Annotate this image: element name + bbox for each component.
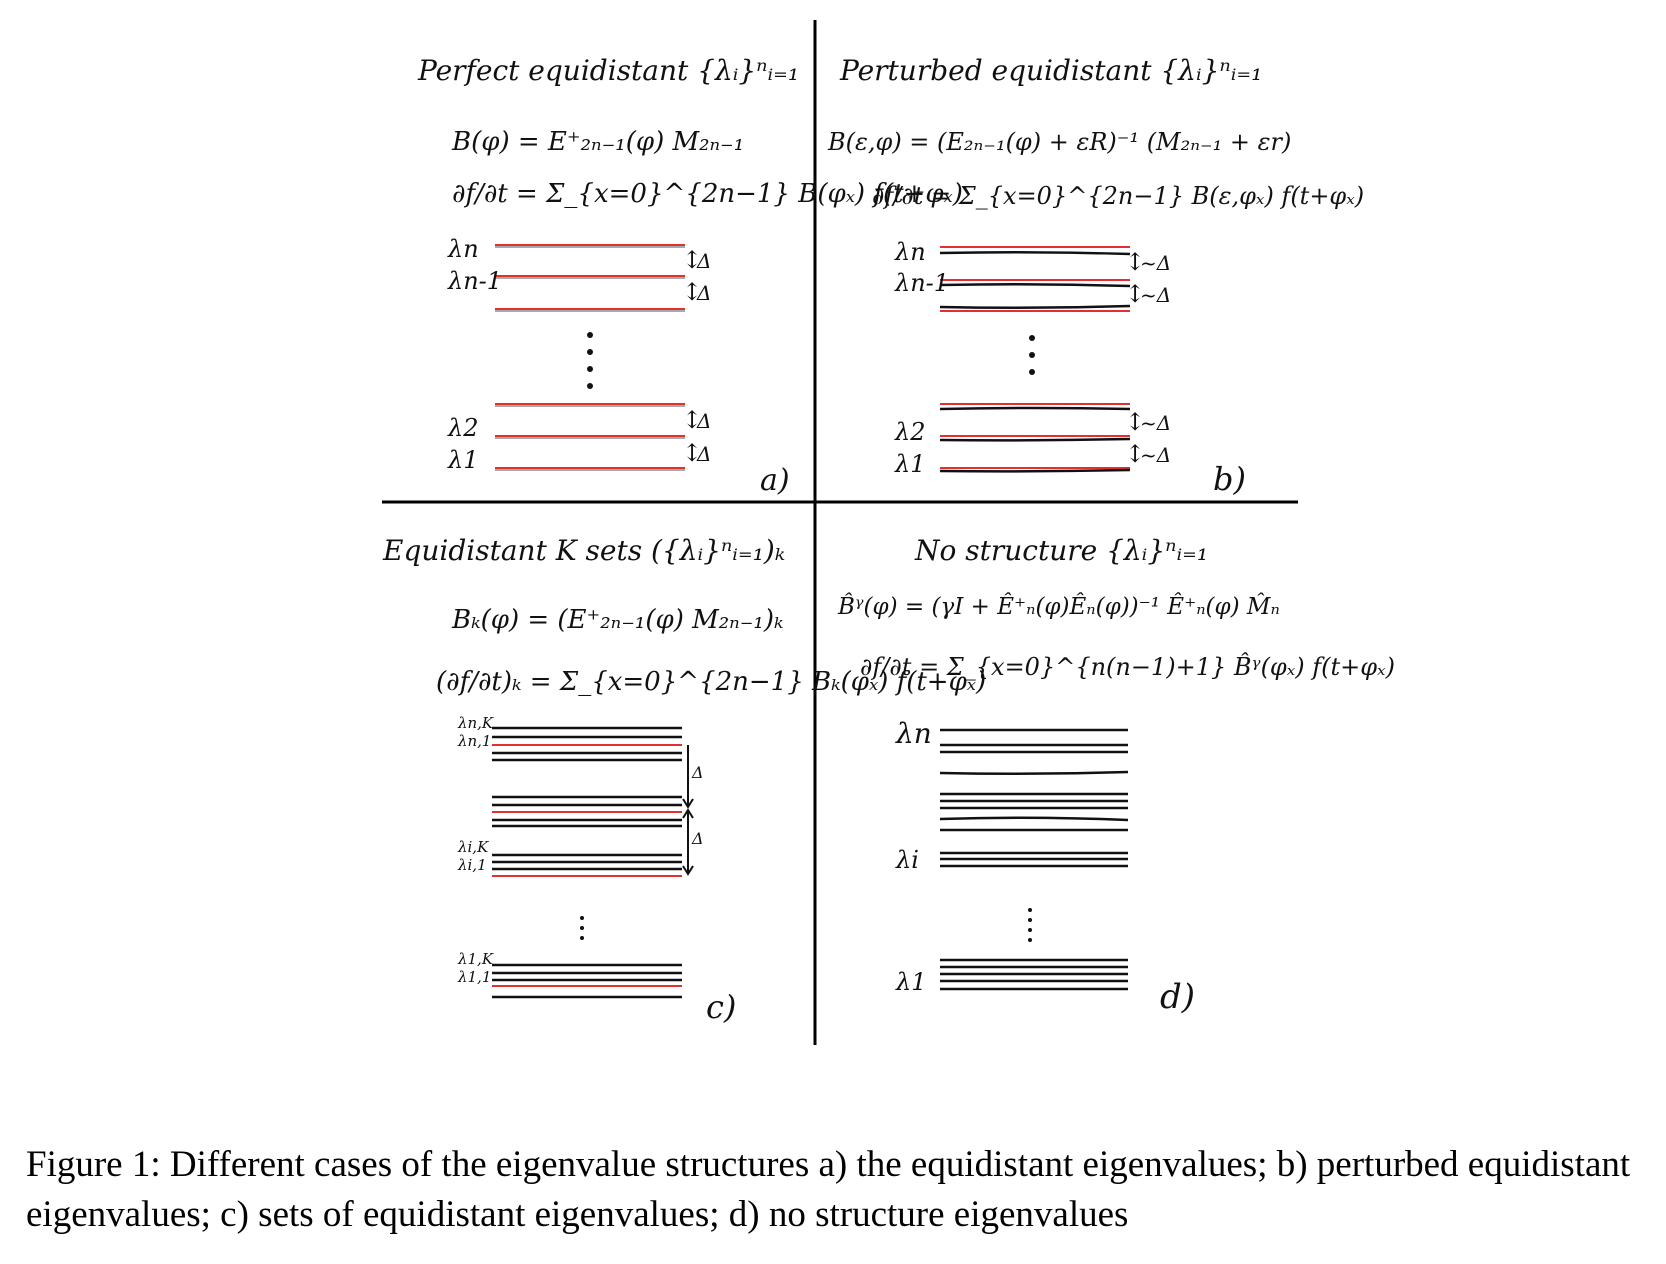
spacing-arrow-icon: ↕	[682, 406, 702, 434]
panel-d-label-lambda-1: λ1	[895, 968, 926, 996]
panel-c-formula-1: Bₖ(φ) = (E⁺₂ₙ₋₁(φ) M₂ₙ₋₁)ₖ	[451, 605, 783, 635]
panel-b-tag: b)	[1213, 460, 1246, 498]
panel-c-group-bottom-black	[492, 963, 682, 999]
spacing-arrow-icon: ↕	[1125, 440, 1145, 468]
panel-a-spacing-markers: ↕ Δ ↕ Δ ↕ Δ ↕ Δ	[682, 246, 711, 467]
panel-d-title: No structure {λᵢ}ⁿᵢ₌₁	[914, 534, 1208, 567]
panel-b-title: Perturbed equidistant {λᵢ}ⁿᵢ₌₁	[839, 54, 1262, 87]
panel-c-label-lambda-i-k: λi,K	[457, 838, 489, 856]
panel-c-tag: c)	[706, 988, 736, 1026]
panel-b-spacing-markers: ↕ ~Δ ↕ ~Δ ↕ ~Δ ↕ ~Δ	[1125, 248, 1171, 468]
panel-c-group-mid-red	[492, 811, 682, 877]
panel-d-label-lambda-i: λi	[895, 846, 919, 874]
panel-d-formula-2: ∂f/∂t = Σ_{x=0}^{n(n−1)+1} B̂ᵞ(φₓ) f(t+φ…	[860, 653, 1395, 681]
panel-b-spacing-1: ~Δ	[1140, 251, 1171, 275]
panel-d: No structure {λᵢ}ⁿᵢ₌₁ B̂ᵞ(φ) = (γI + Ê⁺ₙ…	[837, 534, 1395, 1017]
panel-a-formula-2: ∂f/∂t = Σ_{x=0}^{2n−1} B(φₓ) f(t+φₓ)	[452, 179, 963, 209]
panel-b-eigen-lines-black	[939, 250, 1131, 473]
panel-b: Perturbed equidistant {λᵢ}ⁿᵢ₌₁ B(ε,φ) = …	[827, 54, 1364, 498]
panel-c-group-top-black	[492, 726, 682, 762]
panel-a-title: Perfect equidistant {λᵢ}ⁿᵢ₌₁	[417, 54, 799, 87]
spacing-arrow-icon: ↕	[1125, 408, 1145, 436]
spacing-arrow-icon: ↕	[682, 439, 702, 467]
panel-d-eigen-lines	[939, 728, 1129, 991]
panel-c-label-lambda-n-1: λn,1	[457, 732, 491, 750]
panel-a-spacing-3: Δ	[696, 409, 711, 433]
figure-caption: Figure 1: Different cases of the eigenva…	[26, 1144, 1631, 1235]
panel-c-spacing-1: Δ	[691, 763, 704, 782]
panel-a-spacing-2: Δ	[696, 281, 711, 305]
panel-d-tag: d)	[1160, 977, 1195, 1017]
panel-b-label-lambda-2: λ2	[894, 418, 925, 446]
panel-a-label-lambda-2: λ2	[447, 414, 478, 442]
panel-d-label-lambda-n: λn	[895, 717, 932, 750]
panel-c: Equidistant K sets ({λᵢ}ⁿᵢ₌₁)ₖ Bₖ(φ) = (…	[382, 534, 986, 1026]
panel-b-formula-2: ∂f/∂t = Σ_{x=0}^{2n−1} B(ε,φₓ) f(t+φₓ)	[872, 182, 1364, 210]
panel-b-label-lambda-n: λn	[894, 238, 926, 266]
panel-a-formula-1: B(φ) = E⁺₂ₙ₋₁(φ) M₂ₙ₋₁	[451, 127, 744, 157]
panel-c-label-lambda-n-k: λn,K	[457, 714, 494, 732]
spacing-arrow-icon: ↕	[1125, 248, 1145, 276]
panel-b-formula-1: B(ε,φ) = (E₂ₙ₋₁(φ) + εR)⁻¹ (M₂ₙ₋₁ + εr)	[827, 128, 1291, 156]
spacing-arrow-icon: ↕	[682, 278, 702, 306]
panel-b-ellipsis	[1029, 335, 1035, 375]
spacing-arrow-icon: ↕	[682, 246, 702, 274]
panel-a-label-lambda-1: λ1	[447, 446, 478, 474]
panel-c-formula-2: (∂f/∂t)ₖ = Σ_{x=0}^{2n−1} Bₖ(φₓ) f(t+φₓ)	[436, 667, 986, 697]
panel-c-title: Equidistant K sets ({λᵢ}ⁿᵢ₌₁)ₖ	[382, 534, 785, 567]
panel-b-label-lambda-n-1: λn-1	[894, 269, 949, 297]
panel-b-spacing-3: ~Δ	[1140, 411, 1171, 435]
panel-a-spacing-1: Δ	[696, 249, 711, 273]
spacing-arrow-icon: ↕	[1125, 280, 1145, 308]
panel-a-spacing-4: Δ	[696, 442, 711, 466]
panel-a-label-lambda-n-1: λn-1	[447, 267, 502, 295]
panel-d-formula-1: B̂ᵞ(φ) = (γI + Ê⁺ₙ(φ)Êₙ(φ))⁻¹ Ê⁺ₙ(φ) M̂ₙ	[837, 593, 1280, 620]
panel-a-ellipsis	[587, 332, 593, 389]
panel-b-spacing-2: ~Δ	[1140, 283, 1171, 307]
panel-a-label-lambda-n: λn	[447, 235, 479, 263]
panel-c-spacing-2: Δ	[691, 829, 704, 848]
panel-c-spacing-brackets	[682, 745, 694, 876]
panel-c-label-lambda-1-k: λ1,K	[457, 950, 494, 968]
panel-b-eigen-lines-red	[940, 246, 1130, 469]
panel-a-tag: a)	[760, 463, 790, 498]
panel-a-eigen-lines	[495, 244, 685, 469]
panel-a-eigen-lines-gray	[495, 246, 685, 471]
panel-c-group-mid-black	[492, 795, 682, 871]
panel-b-label-lambda-1: λ1	[894, 450, 925, 478]
panel-c-label-lambda-1-1: λ1,1	[457, 968, 491, 986]
panel-b-spacing-4: ~Δ	[1140, 443, 1171, 467]
panel-d-ellipsis	[1028, 908, 1032, 942]
panel-a: Perfect equidistant {λᵢ}ⁿᵢ₌₁ B(φ) = E⁺₂ₙ…	[417, 54, 963, 498]
panel-c-label-lambda-i-1: λi,1	[457, 856, 487, 874]
panel-c-ellipsis	[580, 916, 584, 940]
